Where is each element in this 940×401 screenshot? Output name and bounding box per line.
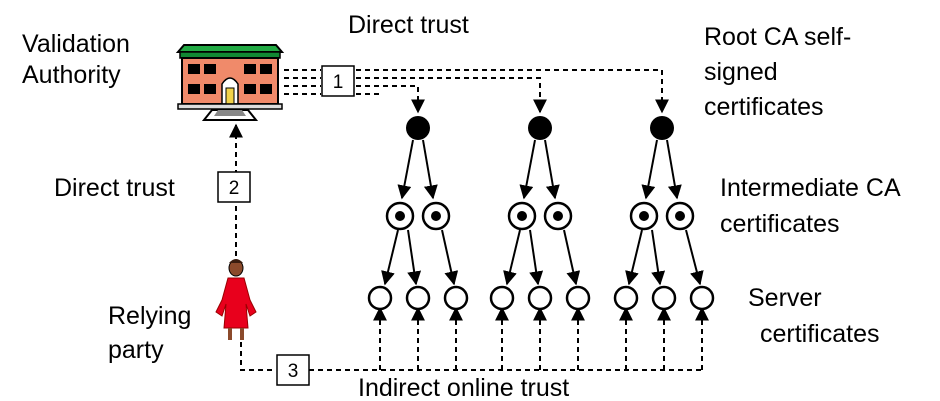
direct-trust-top-label: Direct trust [348,11,469,39]
intermediate-certificate-node [543,201,573,231]
root-certificate-node [650,116,674,140]
step-number: 1 [333,72,344,93]
server-certificate-node [613,285,639,311]
step-box-1: 1 [321,65,355,97]
intermediate-certificate-node [385,201,415,231]
server-certificate-node [367,285,393,311]
relying-party-label: Relying party [108,302,198,364]
root-certificate-node [406,116,430,140]
indirect-online-trust-label: Indirect online trust [358,374,569,401]
server-certificate-node [527,285,553,311]
root-ca-label: Root CA self- signed certificates [704,23,858,121]
step-number: 3 [288,361,299,382]
certificate-trees [367,116,715,311]
person-icon [215,259,257,340]
server-certificate-node [651,285,677,311]
intermediate-certificate-node [629,201,659,231]
direct-trust-left-label: Direct trust [54,174,175,202]
server-certificate-node [443,285,469,311]
step-box-3: 3 [276,354,310,386]
step-number: 2 [229,178,240,199]
server-certificate-node [405,285,431,311]
intermediate-ca-label: Intermediate CA certificates [720,174,906,238]
intermediate-certificate-node [665,201,695,231]
root-certificate-node [528,116,552,140]
building-icon [175,44,285,121]
intermediate-certificate-node [507,201,537,231]
server-certificates-label: Server certificates [748,284,879,348]
intermediate-certificate-node [421,201,451,231]
validation-authority-label: Validation Authority [22,30,137,89]
server-certificate-node [489,285,515,311]
server-certificate-node [689,285,715,311]
step-box-2: 2 [217,171,251,203]
server-certificate-node [565,285,591,311]
